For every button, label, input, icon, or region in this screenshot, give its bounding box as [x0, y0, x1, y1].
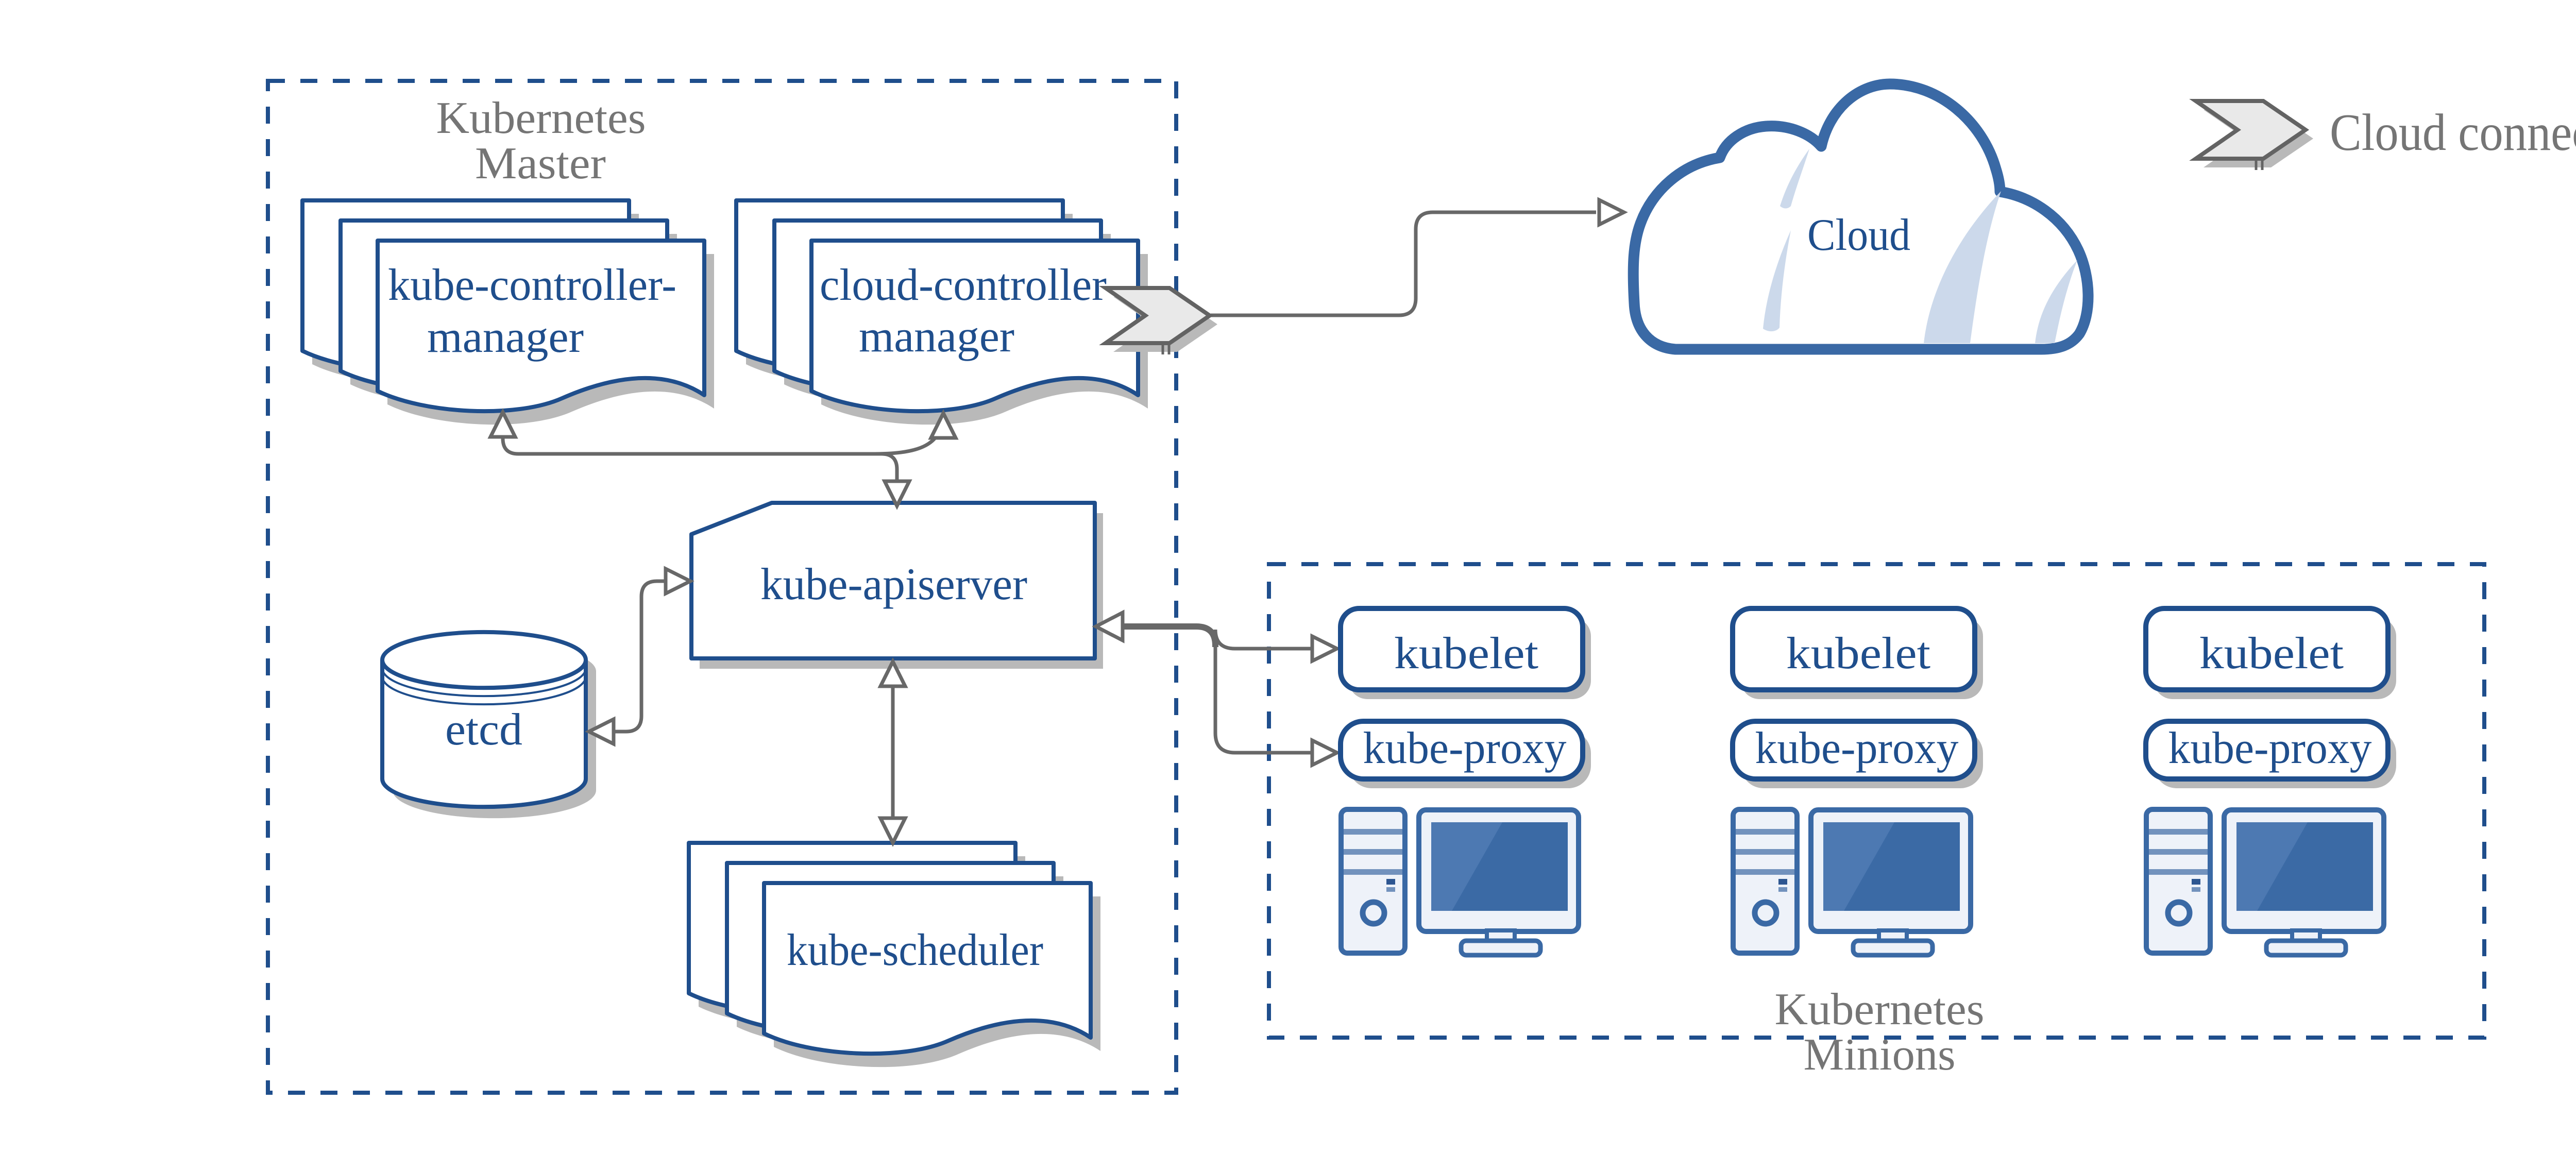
- svg-text:Minions: Minions: [1804, 1030, 1956, 1080]
- svg-text:Cloud: Cloud: [1807, 210, 1910, 260]
- svg-text:kubelet: kubelet: [1786, 629, 1930, 679]
- svg-text:Master: Master: [475, 139, 606, 189]
- svg-text:kube-apiserver: kube-apiserver: [760, 559, 1027, 609]
- svg-text:cloud-controller-: cloud-controller-: [820, 260, 1121, 310]
- svg-text:Kubernetes: Kubernetes: [436, 93, 646, 143]
- svg-text:kubelet: kubelet: [1394, 629, 1538, 679]
- svg-text:kube-proxy: kube-proxy: [2168, 723, 2372, 773]
- svg-text:kubelet: kubelet: [2199, 629, 2344, 679]
- svg-text:manager: manager: [427, 312, 584, 362]
- svg-text:Cloud connector: Cloud connector: [2330, 104, 2576, 162]
- svg-text:kube-proxy: kube-proxy: [1363, 723, 1567, 773]
- svg-text:etcd: etcd: [445, 705, 522, 755]
- svg-text:Kubernetes: Kubernetes: [1775, 985, 1985, 1035]
- svg-text:kube-proxy: kube-proxy: [1755, 723, 1959, 773]
- svg-text:manager: manager: [859, 312, 1014, 362]
- svg-text:kube-controller-: kube-controller-: [388, 260, 676, 310]
- svg-text:kube-scheduler: kube-scheduler: [787, 925, 1043, 975]
